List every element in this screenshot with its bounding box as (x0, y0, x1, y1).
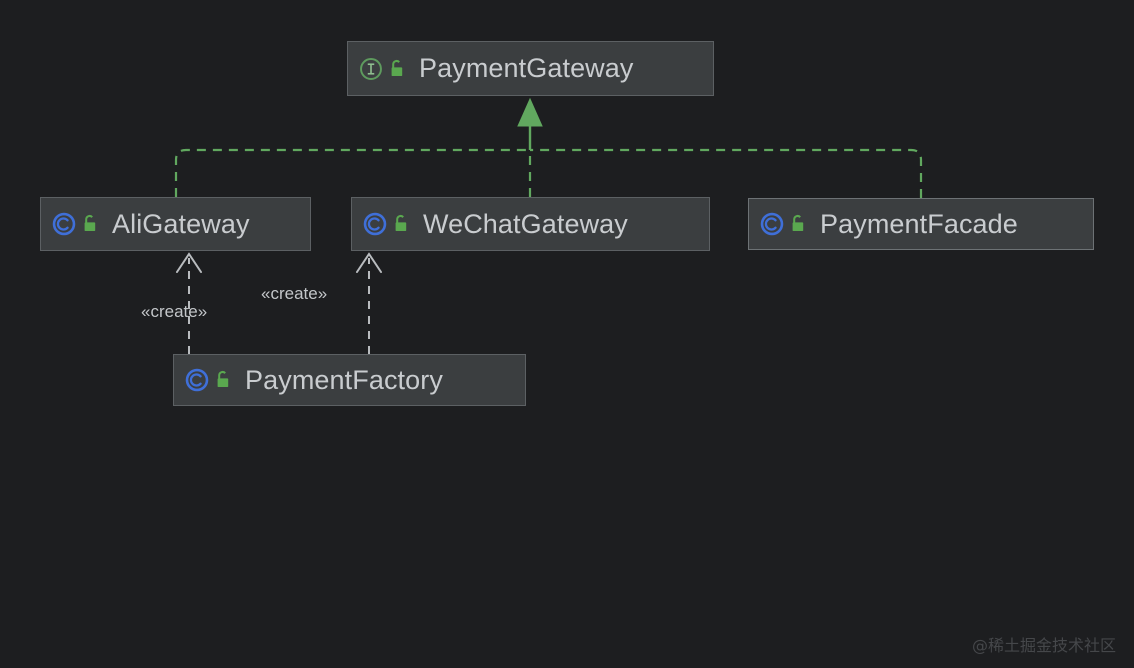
unlocked-padlock-icon (217, 371, 229, 387)
uml-node-label: PaymentFacade (820, 208, 1018, 239)
interface-circle-i-icon (360, 57, 382, 80)
uml-node-wechatgateway[interactable]: WeChatGateway (351, 197, 710, 251)
realization-edges-group (174, 97, 923, 198)
unlocked-padlock-icon (792, 215, 804, 231)
uml-node-label: AliGateway (112, 208, 250, 239)
uml-node-aligateway[interactable]: AliGateway (40, 197, 311, 251)
uml-node-label: PaymentGateway (419, 53, 634, 83)
realization-edge-paymentfacade (530, 148, 923, 198)
realization-arrowhead-filled-triangle (517, 97, 543, 127)
uml-node-paymentfactory[interactable]: PaymentFactory (173, 354, 526, 406)
dependency-edges-group (176, 252, 382, 354)
unlocked-padlock-icon (391, 59, 403, 76)
realization-edge-aligateway (174, 148, 530, 197)
edge-label-create-ali: «create» (141, 302, 208, 321)
class-circle-c-icon (185, 368, 209, 392)
edge-label-create-wechat: «create» (261, 284, 328, 303)
class-circle-c-icon (52, 212, 76, 236)
uml-node-paymentgateway[interactable]: PaymentGateway (347, 41, 714, 96)
uml-node-label: WeChatGateway (423, 208, 628, 239)
unlocked-padlock-icon (395, 215, 407, 231)
watermark: @稀土掘金技术社区 (971, 636, 1116, 655)
dependency-arrowhead-create-ali (176, 252, 202, 273)
class-circle-c-icon (760, 212, 784, 236)
uml-node-paymentfacade[interactable]: PaymentFacade (748, 198, 1094, 250)
class-circle-c-icon (363, 212, 387, 236)
dependency-arrowhead-create-wechat (356, 252, 382, 273)
uml-node-label: PaymentFactory (245, 364, 443, 395)
unlocked-padlock-icon (84, 215, 96, 231)
